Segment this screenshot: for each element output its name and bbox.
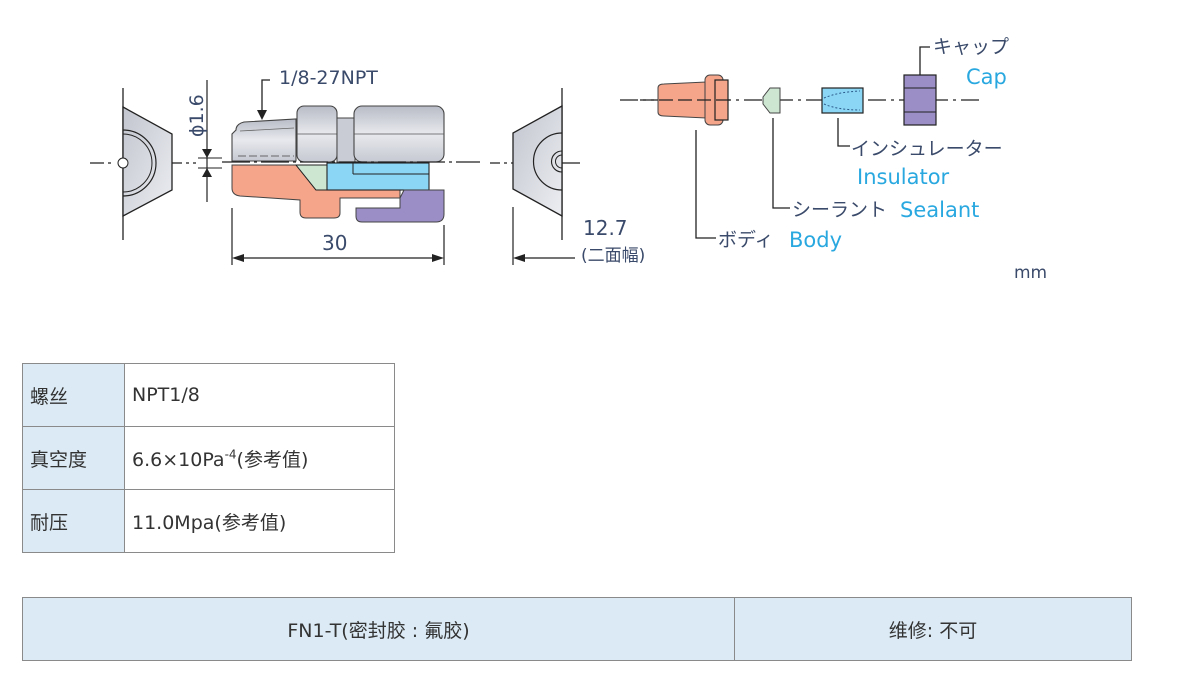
table-row: 螺丝 NPT1/8 [22, 363, 395, 427]
length-dimension: 30 [231, 208, 445, 265]
repair-info: 维修: 不可 [734, 597, 1132, 661]
width-label: 12.7 [583, 216, 628, 240]
table-row: 耐压 11.0Mpa(参考值) [22, 489, 395, 553]
spec-key-thread: 螺丝 [22, 363, 125, 427]
spec-value-thread: NPT1/8 [124, 363, 395, 427]
body-label-en: Body [789, 228, 842, 252]
cap-label-en: Cap [966, 65, 1007, 89]
spec-table: 螺丝 NPT1/8 真空度 6.6×10Pa-4(参考值) 耐压 11.0Mpa… [22, 363, 395, 553]
exploded-sealant [762, 87, 781, 114]
exploded-view: キャップ Cap インシュレーター Insulator シーラント Sealan… [620, 36, 1009, 252]
unit-label: mm [1014, 263, 1047, 283]
exploded-cap [903, 74, 937, 126]
table-row: 真空度 6.6×10Pa-4(参考值) [22, 426, 395, 490]
cap-label-jp: キャップ [933, 36, 1009, 58]
vacuum-value: 6.6×10Pa [132, 448, 225, 471]
length-label: 30 [322, 231, 347, 255]
table-row: FN1-T(密封胶 : 氟胶) 维修: 不可 [22, 597, 1132, 661]
left-end-view [90, 88, 196, 240]
diameter-dimension: ϕ1.6 [186, 80, 222, 202]
sealant-label-en: Sealant [900, 198, 979, 222]
spec-key-vacuum: 真空度 [22, 426, 125, 490]
model-name: FN1-T(密封胶 : 氟胶) [22, 597, 735, 661]
insulator-label-en: Insulator [857, 165, 950, 189]
spec-key-pressure: 耐压 [22, 489, 125, 553]
thread-callout: 1/8-27NPT [257, 67, 378, 120]
spec-value-pressure: 11.0Mpa(参考值) [124, 489, 395, 553]
width-dimension: 12.7 (二面幅) [512, 207, 645, 266]
width-note: (二面幅) [581, 246, 645, 266]
exploded-body [640, 74, 730, 126]
insulator-label-jp: インシュレーター [851, 138, 1003, 160]
right-end-view [490, 88, 580, 240]
fitting-diagram: ϕ1.6 1/8-27NPT [90, 36, 1047, 283]
diameter-label: ϕ1.6 [186, 94, 208, 137]
exploded-insulator [821, 87, 864, 114]
model-table: FN1-T(密封胶 : 氟胶) 维修: 不可 [22, 597, 1132, 661]
sealant-label-jp: シーラント [792, 199, 887, 221]
vacuum-exponent: -4 [224, 447, 237, 462]
spec-value-vacuum: 6.6×10Pa-4(参考值) [124, 426, 395, 490]
assembled-fitting [222, 105, 480, 223]
thread-label: 1/8-27NPT [279, 67, 378, 89]
vacuum-note: (参考值) [236, 448, 309, 471]
body-label-jp: ボディ [718, 229, 774, 251]
